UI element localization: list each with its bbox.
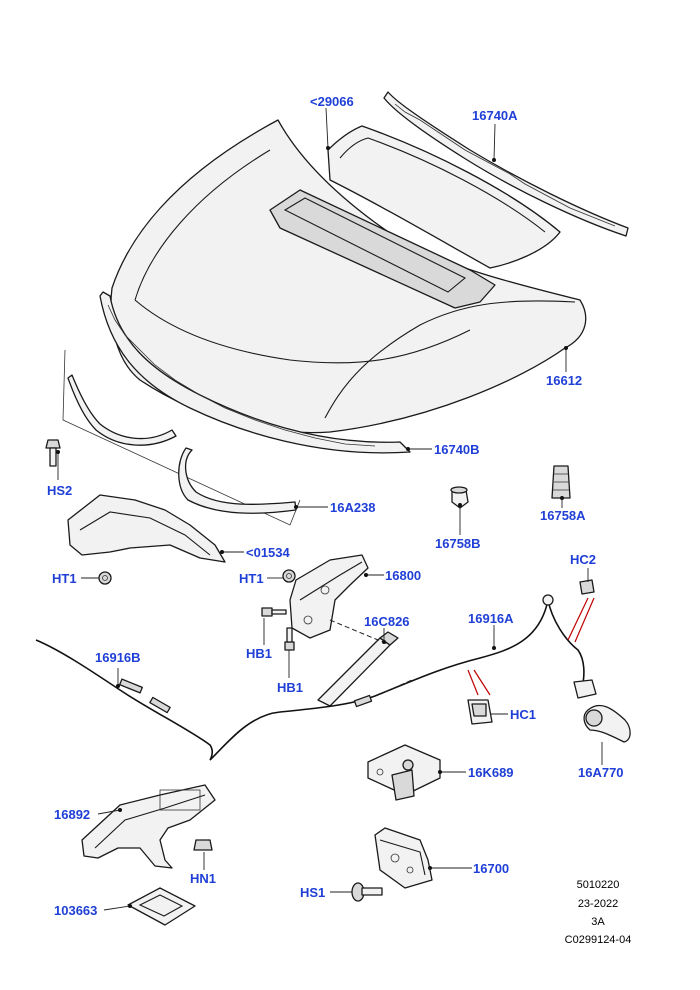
callout-16740a: 16740A [472,108,518,123]
callout-ht1-right: HT1 [239,571,264,586]
seal-strip-front [99,291,411,454]
nut-ht1-right [282,569,296,583]
scoop-insert [327,125,561,269]
callout-16758b: 16758B [435,536,481,551]
callout-hc1: HC1 [510,707,537,722]
nut-hn1 [193,839,213,851]
callout-hs2: HS2 [47,483,73,498]
callout-103663: 103663 [54,903,98,918]
bumper-16758a [551,465,571,499]
clip-hc2 [567,579,595,643]
bolt-hs1 [351,882,383,902]
callout-ht1-left: HT1 [52,571,77,586]
callout-16758a: 16758A [540,508,586,523]
callout-16k689: 16K689 [468,765,514,780]
release-cable [35,594,597,761]
callout-01534: <01534 [246,545,290,560]
callout-16916b: 16916B [95,650,141,665]
hood-hinge [289,554,369,639]
callout-16916a: 16916A [468,611,514,626]
callout-16a770: 16A770 [578,765,624,780]
callout-hs1: HS1 [300,885,326,900]
gas-strut [317,619,399,707]
callout-16612: 16612 [546,373,583,388]
clip-hc1 [467,669,493,725]
hinge-bracket-cover [67,494,226,563]
release-handle [583,704,631,743]
bolt-hb1-upper [261,607,287,617]
hood-latch-striker [367,744,441,801]
reference-revision: 3A [591,916,605,928]
callout-16892: 16892 [54,807,91,822]
hood-latch [374,827,433,889]
nut-ht1-left [98,571,112,585]
reference-code: C0299124-04 [564,934,632,946]
leader-lines [56,107,603,911]
latch-support-bracket [81,784,216,869]
callout-16700: 16700 [473,861,510,876]
callout-16c826: 16C826 [364,614,410,629]
callout-hn1: HN1 [190,871,217,886]
callout-16a238: 16A238 [330,500,376,515]
latch-pad [127,887,196,926]
bumper-16758b [450,486,469,509]
callout-hb1-upper: HB1 [246,646,273,661]
screw-hs2 [45,439,61,467]
bolt-hb1-lower [284,627,295,651]
callout-hb1-lower: HB1 [277,680,304,695]
seal-strip-rear [383,91,629,237]
callout-16800: 16800 [385,568,422,583]
callout-29066: <29066 [310,94,354,109]
reference-number: 5010220 [576,879,620,891]
reference-date: 23-2022 [577,898,619,910]
callout-hc2: HC2 [570,552,597,567]
side-seals [62,349,301,526]
callout-16740b: 16740B [434,442,480,457]
